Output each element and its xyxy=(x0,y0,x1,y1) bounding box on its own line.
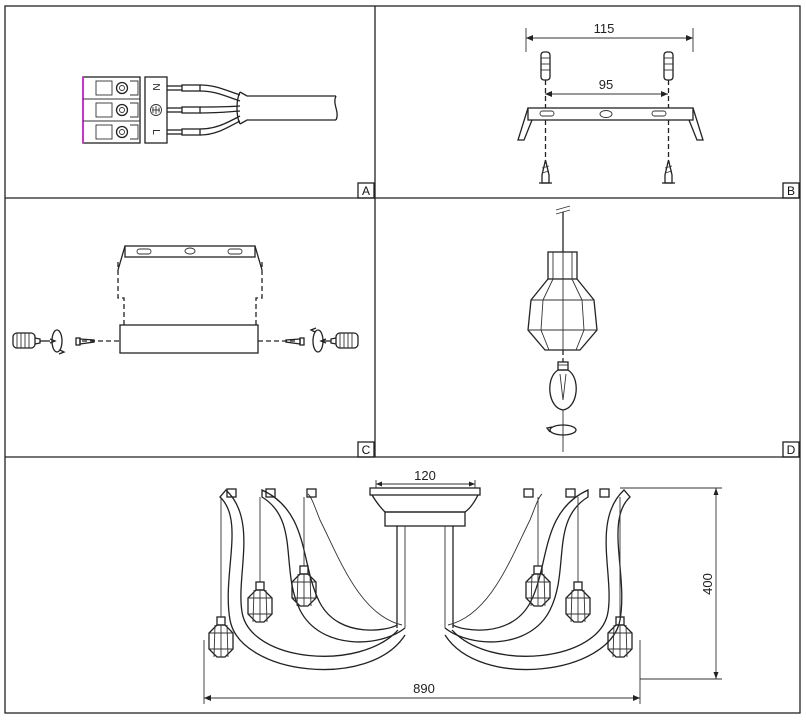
svg-text:400: 400 xyxy=(700,573,715,595)
screw-icon xyxy=(285,337,305,346)
lamp-cage-icon xyxy=(208,616,234,658)
svg-text:120: 120 xyxy=(414,468,436,483)
wires xyxy=(167,84,241,136)
lamp-cage-icon xyxy=(527,251,598,351)
terminal-label-l: L xyxy=(150,129,161,135)
svg-text:890: 890 xyxy=(413,681,435,696)
screw-icon xyxy=(662,120,675,184)
panel-frames xyxy=(4,5,801,714)
screw-icon xyxy=(539,120,552,184)
panel-tag-d: D xyxy=(782,441,800,458)
terminal-block-icon xyxy=(82,76,141,144)
screwdriver-icon xyxy=(319,332,359,349)
rotation-arrow-icon xyxy=(545,424,577,436)
ceiling-canopy xyxy=(369,487,481,527)
lamp-cage-icon xyxy=(525,565,551,607)
panel-tag-b: B xyxy=(782,182,800,199)
svg-text:A: A xyxy=(362,184,370,198)
panel-b-bracket: 115 95 xyxy=(517,21,704,184)
dimension-400: 400 xyxy=(620,487,722,680)
lamp-cage-icon xyxy=(607,616,633,658)
fixture-arms-left xyxy=(219,488,406,671)
panel-c-canopy xyxy=(12,245,359,355)
canopy-outline xyxy=(117,262,263,325)
panel-a-wiring: N L xyxy=(82,76,338,144)
panel-d-bulb xyxy=(527,205,598,452)
panel-e-fixture: 120 xyxy=(203,468,722,704)
mounting-bracket xyxy=(117,245,263,271)
terminal-label-plate xyxy=(144,76,168,144)
terminal-label-n: N xyxy=(150,83,161,90)
rotation-arrow-icon xyxy=(51,329,66,355)
dimension-120: 120 xyxy=(375,468,476,488)
screw-icon xyxy=(75,337,95,346)
lamp-cage-icon xyxy=(247,581,273,623)
lamp-cage-icon xyxy=(291,565,317,607)
fixture-arms-right xyxy=(444,488,631,671)
svg-text:95: 95 xyxy=(599,77,613,92)
lamp-cage-icon xyxy=(565,581,591,623)
svg-text:115: 115 xyxy=(594,21,615,36)
dimension-890: 890 xyxy=(203,640,641,704)
earth-ground-icon xyxy=(150,104,162,116)
wall-plug-right xyxy=(663,51,674,108)
bulb-icon xyxy=(549,361,577,411)
mounting-bracket xyxy=(517,107,704,141)
wall-plug-left xyxy=(540,51,551,108)
dimension-115: 115 xyxy=(525,21,694,52)
screwdriver-icon xyxy=(12,332,57,349)
svg-text:C: C xyxy=(362,443,371,457)
power-cable xyxy=(236,91,338,125)
dimension-95: 95 xyxy=(545,77,668,97)
svg-text:B: B xyxy=(787,184,795,198)
canopy-base xyxy=(119,324,259,354)
rotation-arrow-icon xyxy=(309,327,324,353)
panel-tag-c: C xyxy=(357,441,375,458)
panel-tag-a: A xyxy=(357,182,375,199)
svg-text:D: D xyxy=(787,443,796,457)
